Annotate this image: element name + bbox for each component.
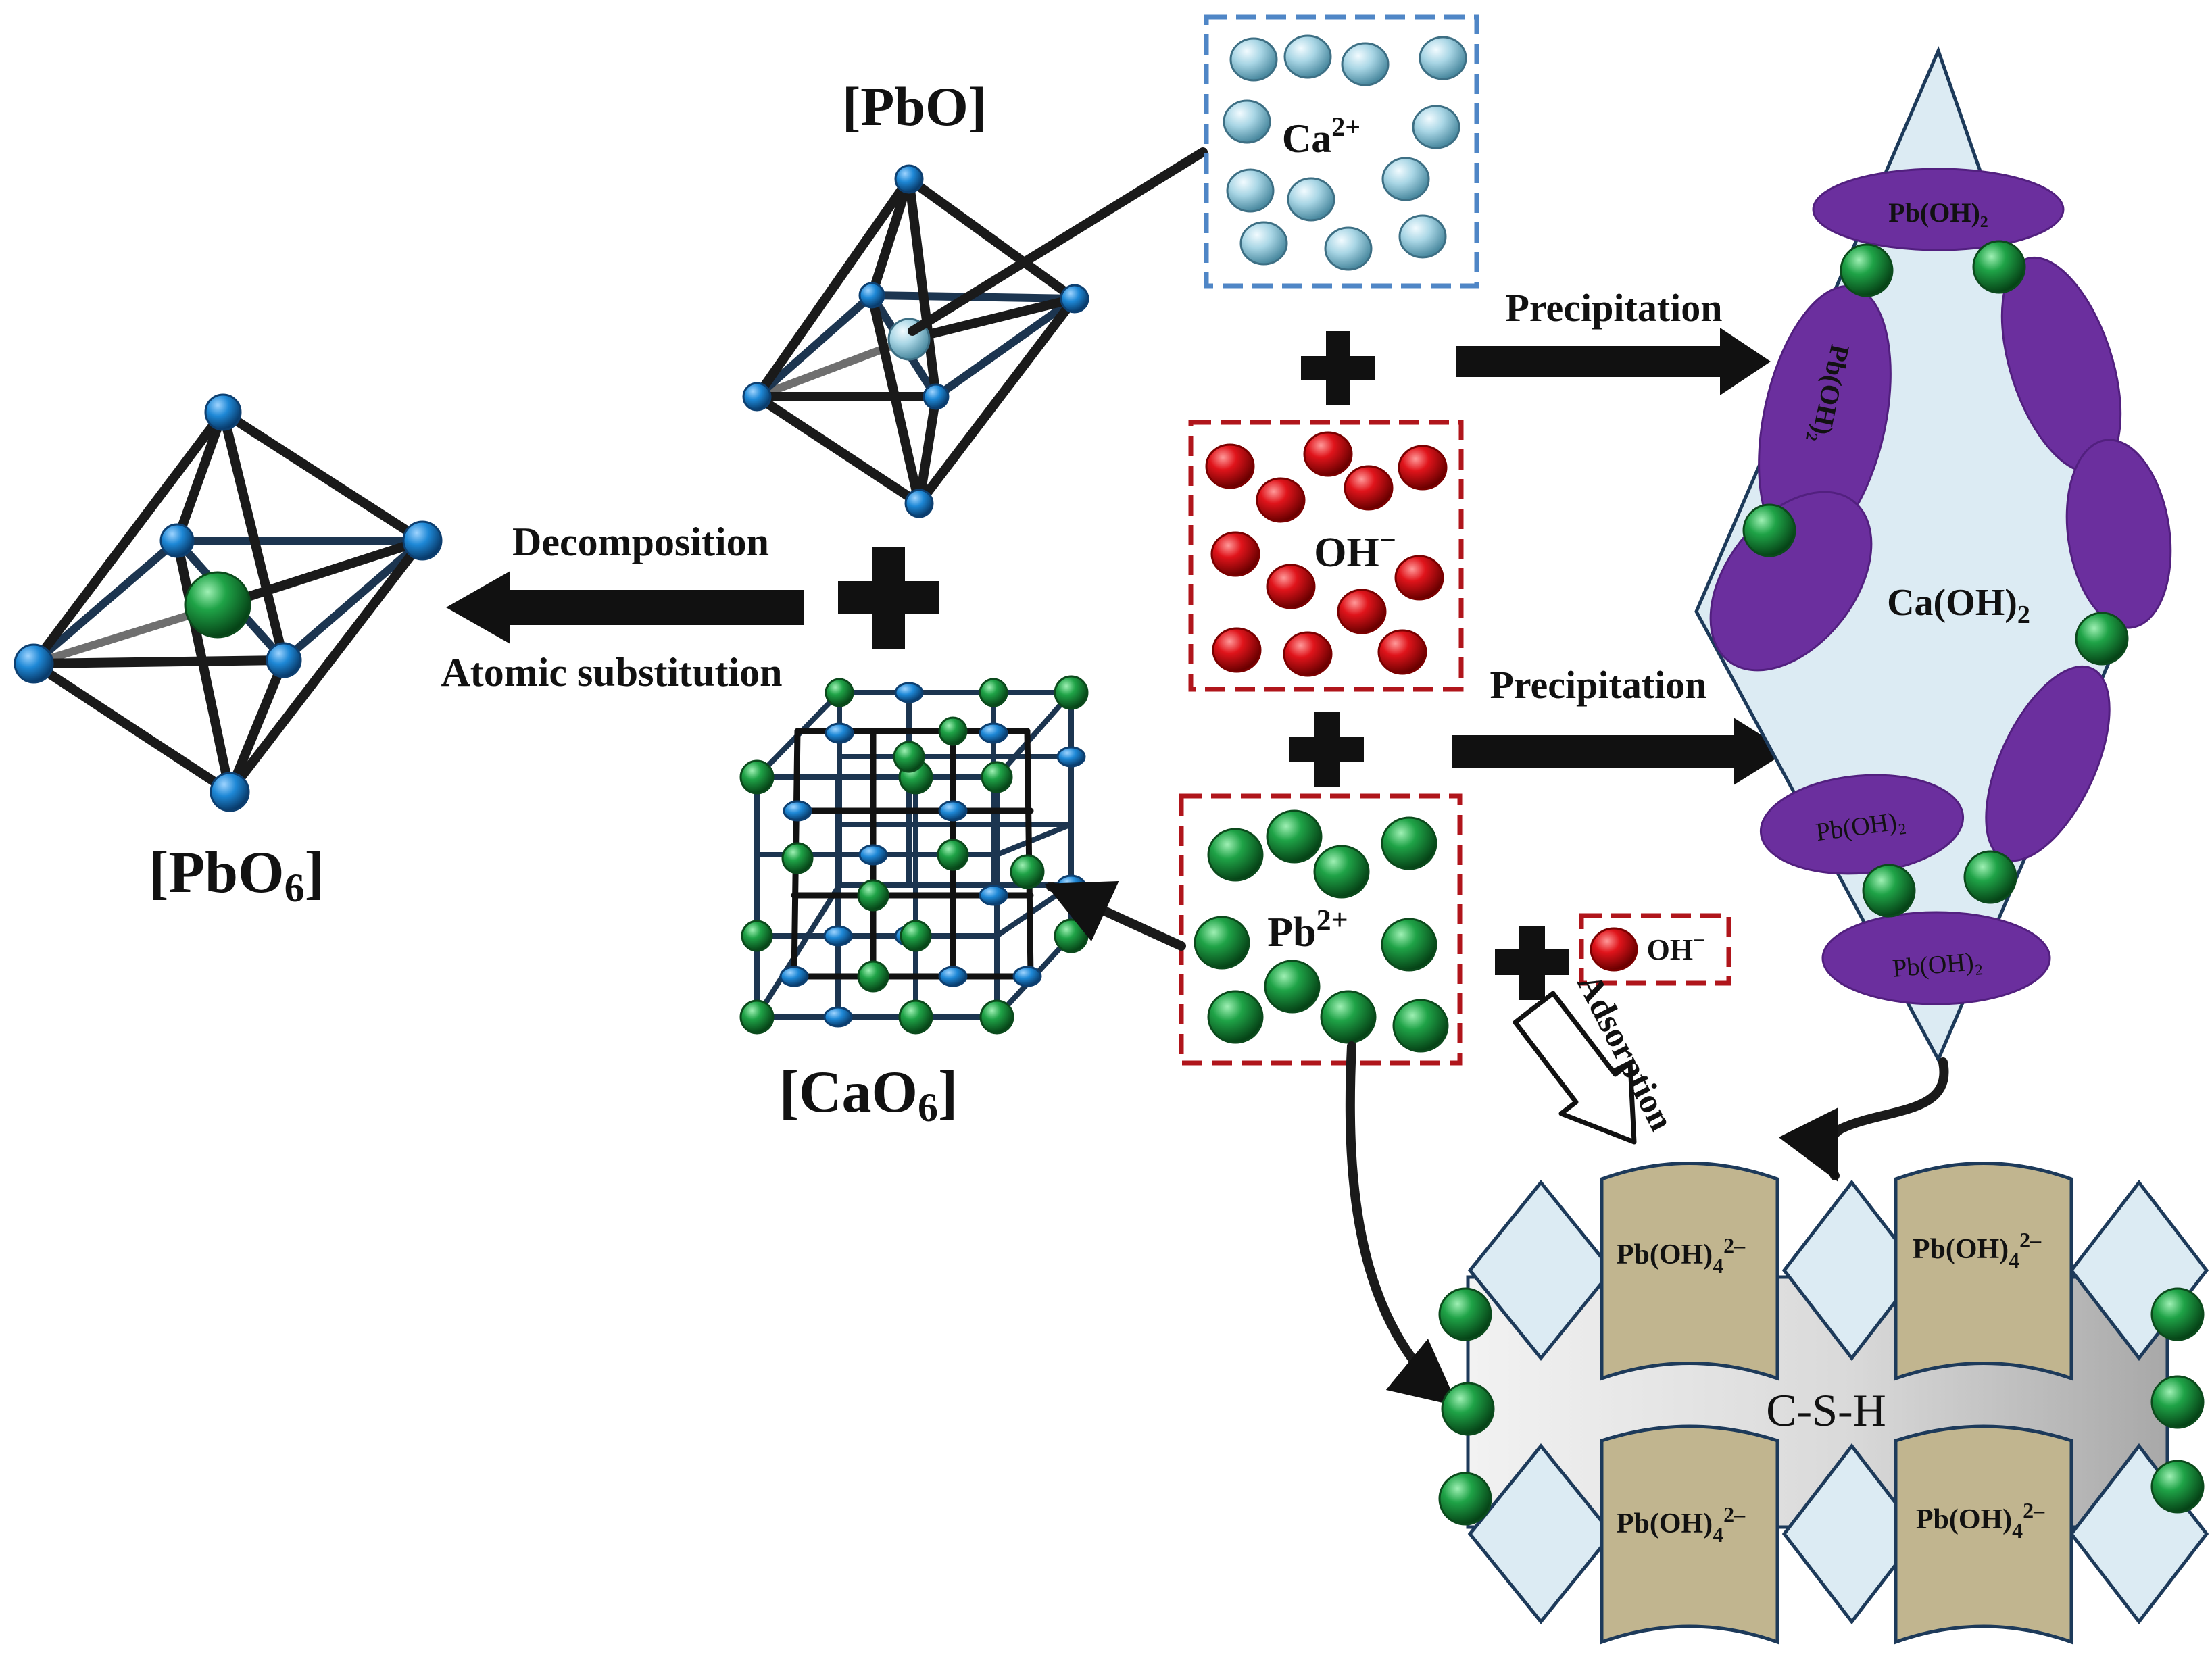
lead-ion-box: Pb2+	[1179, 793, 1463, 1066]
cao6-calcium-atoms	[739, 675, 1089, 1035]
pboh4-label-top-right: Pb(OH)42–	[1913, 1228, 2042, 1272]
pbo6-center-lead	[184, 571, 251, 639]
cao6-lattice	[739, 675, 1089, 1035]
cao6-lattice-front-edges	[754, 690, 1074, 1020]
calcium-ion-box-border	[1204, 14, 1479, 289]
small-hydroxide-box-border	[1579, 913, 1731, 986]
ca-to-pbo-connector	[908, 147, 1208, 336]
lead-ion-box-border	[1179, 793, 1463, 1066]
precipitation-arrow-bottom	[1452, 718, 1788, 785]
hydroxide-ion-box: OH−	[1188, 420, 1464, 692]
pboh2-top-label: Pb(OH)₂	[1888, 197, 1988, 228]
pbo6-oxygen-right	[402, 520, 443, 561]
decomposition-label: Decomposition	[512, 520, 769, 564]
csh-diamonds	[1467, 1179, 2209, 1625]
caoh2-to-csh-connector	[1778, 1057, 1949, 1182]
precipitation-arrow-top	[1456, 328, 1771, 395]
precipitation-bottom-label: Precipitation	[1490, 663, 1706, 707]
hydroxide-ion-box-border	[1188, 420, 1464, 692]
pbo6-oxygen-top	[204, 393, 242, 431]
csh-label: C-S-H	[1766, 1385, 1886, 1436]
pbo6-oxygen-left	[14, 643, 54, 684]
pbo6-octahedron	[14, 393, 443, 812]
calcium-ions	[1223, 34, 1467, 271]
pbo-oxygen-left	[742, 382, 772, 412]
pbo-oxygen-top	[894, 164, 924, 194]
plus-sign-oh-pb	[1289, 712, 1364, 787]
pbo6-oxygen-bottom	[210, 772, 250, 812]
small-hydroxide-ion	[1590, 927, 1638, 972]
pbo6-label: [PbO6]	[149, 840, 324, 910]
cao6-label: [CaO6]	[779, 1060, 958, 1130]
lead-ions	[1194, 809, 1449, 1053]
small-hydroxide-box: OH−	[1579, 913, 1731, 986]
hydroxide-ions	[1205, 431, 1448, 677]
caoh2-label: Ca(OH)2	[1887, 582, 2030, 629]
hydroxide-ion-label: OH−	[1314, 524, 1396, 576]
pbo6-oxygen-front	[266, 642, 302, 678]
atomic-substitution-label: Atomic substitution	[441, 650, 782, 695]
pbo-octahedron-edges	[752, 174, 1079, 508]
pboh4-label-bottom-right: Pb(OH)42–	[1916, 1498, 2045, 1543]
calcium-ion-box: Ca2+	[1204, 14, 1479, 289]
pbo-oxygen-bottom	[904, 489, 934, 518]
pbo-oxygen-back	[858, 282, 885, 309]
caoh2-lead-ions	[1742, 240, 2129, 918]
small-hydroxide-label: OH−	[1647, 928, 1706, 966]
plus-sign-large	[838, 547, 939, 649]
precipitation-top-label: Precipitation	[1505, 286, 1722, 330]
pboh4-blocks	[1600, 1162, 2073, 1645]
pbo-oxygen-right	[1060, 284, 1089, 314]
plus-sign-ca-oh	[1301, 331, 1375, 405]
lead-ion-label: Pb2+	[1267, 903, 1348, 955]
pbo6-octahedron-edges	[29, 407, 427, 797]
csh-structure: Pb(OH)42– Pb(OH)42– Pb(OH)42– Pb(OH)42– …	[1438, 1162, 2209, 1645]
pbo-oxygen-front	[923, 383, 950, 410]
pboh4-label-top-left: Pb(OH)42–	[1617, 1233, 1746, 1278]
caoh2-crystal: Pb(OH)₂ Pb(OH)₂ Pb(OH)₂ Pb(OH)₂ Ca(OH)2	[1694, 46, 2172, 1064]
pbo6-oxygen-back	[159, 523, 195, 558]
pboh4-label-bottom-left: Pb(OH)42–	[1617, 1502, 1746, 1547]
pbo-label: [PbO]	[842, 76, 987, 137]
decomposition-arrow	[446, 571, 804, 644]
pb-to-csh-connector	[1345, 1041, 1458, 1407]
pbo-octahedron	[742, 164, 1089, 518]
csh-lead-ions	[1438, 1287, 2205, 1526]
adsorption-arrow	[1513, 991, 1637, 1145]
calcium-ion-label: Ca2+	[1282, 111, 1360, 161]
pb-to-lattice-connector	[1045, 881, 1186, 951]
plus-sign-pb-oh	[1495, 926, 1569, 1000]
